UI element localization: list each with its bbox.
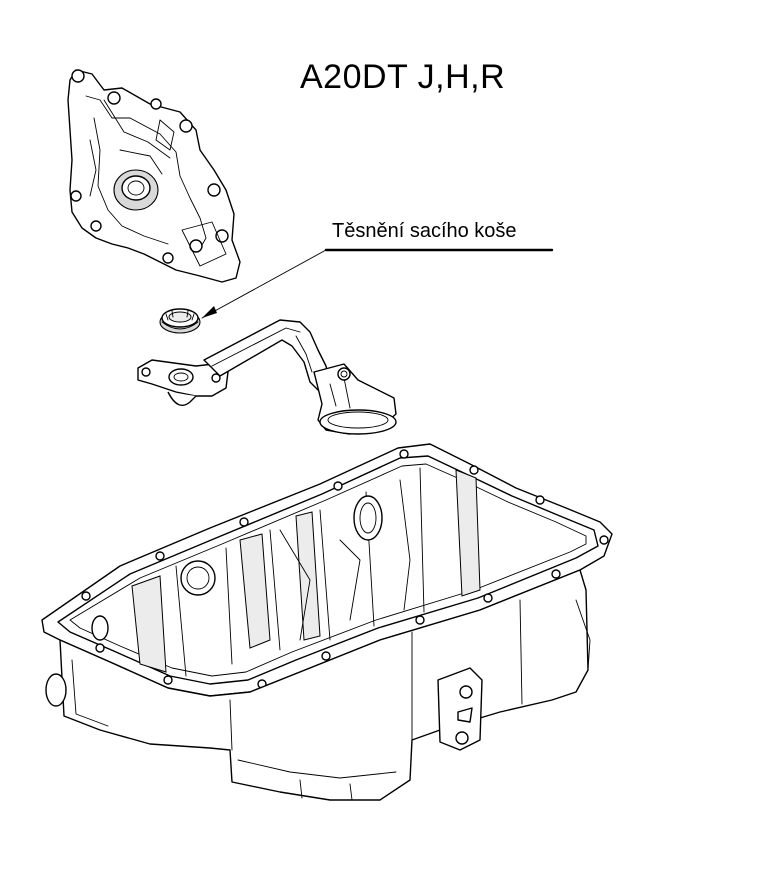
suction-strainer-seal bbox=[159, 308, 201, 334]
diagram-title: A20DT J,H,R bbox=[300, 58, 506, 96]
oil-pickup-tube bbox=[137, 319, 397, 435]
oil-pump-housing bbox=[67, 69, 241, 283]
flange-bolt-holes bbox=[81, 449, 609, 689]
callout-label: Těsnění sacího koše bbox=[332, 220, 517, 242]
callout-leader bbox=[201, 248, 554, 319]
oil-sump-pan bbox=[41, 443, 613, 801]
